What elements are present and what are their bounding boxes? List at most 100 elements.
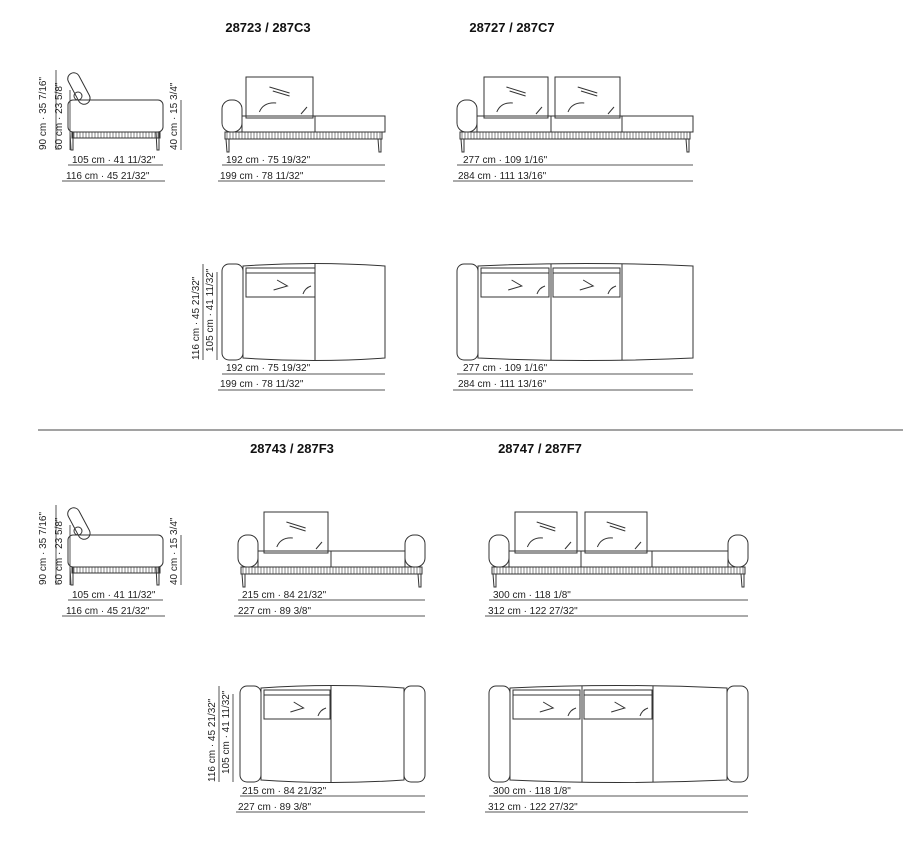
armrest-top: [488, 685, 511, 783]
dim-width-total: 312 cm · 122 27/32": [488, 802, 578, 813]
back-cushion-top: [480, 267, 550, 298]
leg: [377, 138, 382, 153]
armrest: [237, 534, 259, 568]
base-frame: [491, 566, 746, 575]
model-code: 28747 / 287F7: [498, 441, 582, 456]
dim-width-inner: 192 cm · 75 19/32": [226, 155, 311, 166]
leg: [740, 573, 745, 588]
base-slats: [73, 567, 159, 573]
cushion-creases: [508, 279, 546, 295]
leg: [492, 573, 497, 588]
seat-body: [67, 99, 164, 133]
armrest: [221, 99, 243, 133]
cushion-creases: [567, 86, 615, 115]
seat-top: [477, 263, 694, 361]
top-view: [456, 263, 694, 361]
dim-width-total: 312 cm · 122 27/32": [488, 606, 578, 617]
leg: [417, 573, 422, 588]
seat-top: [260, 685, 405, 783]
cushion-creases: [526, 521, 572, 550]
cushion-creases: [290, 701, 327, 717]
base-slats: [461, 132, 688, 139]
dim-height-back: 60 cm · 23 5/8": [54, 517, 65, 585]
dim-depth-seat: 105 cm · 41 11/32": [221, 690, 232, 774]
cushion-creases: [611, 701, 649, 717]
model-code: 28723 / 287C3: [225, 20, 310, 35]
dim-width-inner: 277 cm · 109 1/16": [463, 155, 548, 166]
top-view: [239, 685, 426, 783]
front-view: [237, 511, 426, 588]
model-code: 28743 / 287F3: [250, 441, 334, 456]
dim-depth-total: 116 cm · 45 21/32": [207, 698, 218, 782]
dim-width-inner: 192 cm · 75 19/32": [226, 363, 311, 374]
dim-width-total: 227 cm · 89 3/8": [238, 606, 311, 617]
dim-width-total: 199 cm · 78 11/32": [220, 171, 304, 182]
cushion-creases: [579, 279, 617, 295]
back-cushion: [584, 511, 648, 554]
seat-body: [67, 534, 164, 568]
leg: [241, 573, 246, 588]
side-view: [67, 507, 164, 586]
back-cushion-top: [263, 689, 331, 720]
back-cushion: [514, 511, 578, 554]
armrest: [456, 99, 478, 133]
cushion-creases: [273, 279, 312, 295]
dim-width-total: 284 cm · 111 13/16": [458, 171, 547, 182]
back-cushion-top: [583, 689, 653, 720]
front-view: [488, 511, 749, 588]
cushion-creases: [539, 701, 577, 717]
drawings: [55, 70, 749, 813]
armrest-top: [239, 685, 262, 783]
leg: [225, 138, 230, 153]
front-view: [221, 76, 386, 153]
base-frame: [459, 131, 691, 140]
leg: [155, 131, 160, 151]
armrest: [404, 534, 426, 568]
dim-depth-seat: 105 cm · 41 11/32": [72, 155, 156, 166]
side-view: [67, 72, 164, 151]
dim-depth-total: 116 cm · 45 21/32": [66, 171, 150, 182]
headrest: [67, 72, 91, 105]
back-cushion-top: [552, 267, 621, 298]
seat-top: [509, 685, 728, 783]
dim-height-seat: 40 cm · 15 3/4": [169, 517, 180, 585]
headrest-pivot: [73, 91, 83, 101]
armrest-top: [221, 263, 244, 361]
base-frame: [224, 131, 383, 140]
dim-height-back: 60 cm · 23 5/8": [54, 82, 65, 150]
leg: [155, 566, 160, 586]
dim-depth-total: 116 cm · 45 21/32": [66, 606, 150, 617]
armrest-top: [726, 685, 749, 783]
top-view: [488, 685, 749, 783]
back-cushion: [263, 511, 329, 554]
leg: [685, 138, 690, 153]
dim-width-inner: 215 cm · 84 21/32": [242, 786, 327, 797]
base-slats: [493, 567, 744, 574]
base-slats: [73, 132, 159, 138]
armrest-top: [456, 263, 479, 361]
front-view: [456, 76, 694, 153]
dim-width-total: 284 cm · 111 13/16": [458, 379, 547, 390]
base-slats: [242, 567, 421, 574]
dim-height-total: 90 cm · 35 7/16": [38, 512, 49, 585]
cushion-creases: [258, 86, 308, 115]
dim-width-inner: 300 cm · 118 1/8": [493, 786, 571, 797]
dim-width-total: 227 cm · 89 3/8": [238, 802, 311, 813]
back-cushion: [554, 76, 621, 119]
dim-height-seat: 40 cm · 15 3/4": [169, 82, 180, 150]
cushion-creases: [496, 86, 543, 115]
armrest-top: [403, 685, 426, 783]
dim-width-inner: 300 cm · 118 1/8": [493, 590, 571, 601]
dim-depth-total: 116 cm · 45 21/32": [191, 276, 202, 360]
seat-top: [242, 263, 386, 361]
leg: [460, 138, 465, 153]
dim-width-inner: 277 cm · 109 1/16": [463, 363, 548, 374]
back-cushion: [483, 76, 549, 119]
back-cushion-top: [512, 689, 581, 720]
cushion-creases: [276, 521, 323, 550]
dim-width-inner: 215 cm · 84 21/32": [242, 590, 327, 601]
dim-width-total: 199 cm · 78 11/32": [220, 379, 304, 390]
base-frame: [240, 566, 423, 575]
cushion-creases: [596, 521, 642, 550]
headrest: [67, 507, 91, 540]
